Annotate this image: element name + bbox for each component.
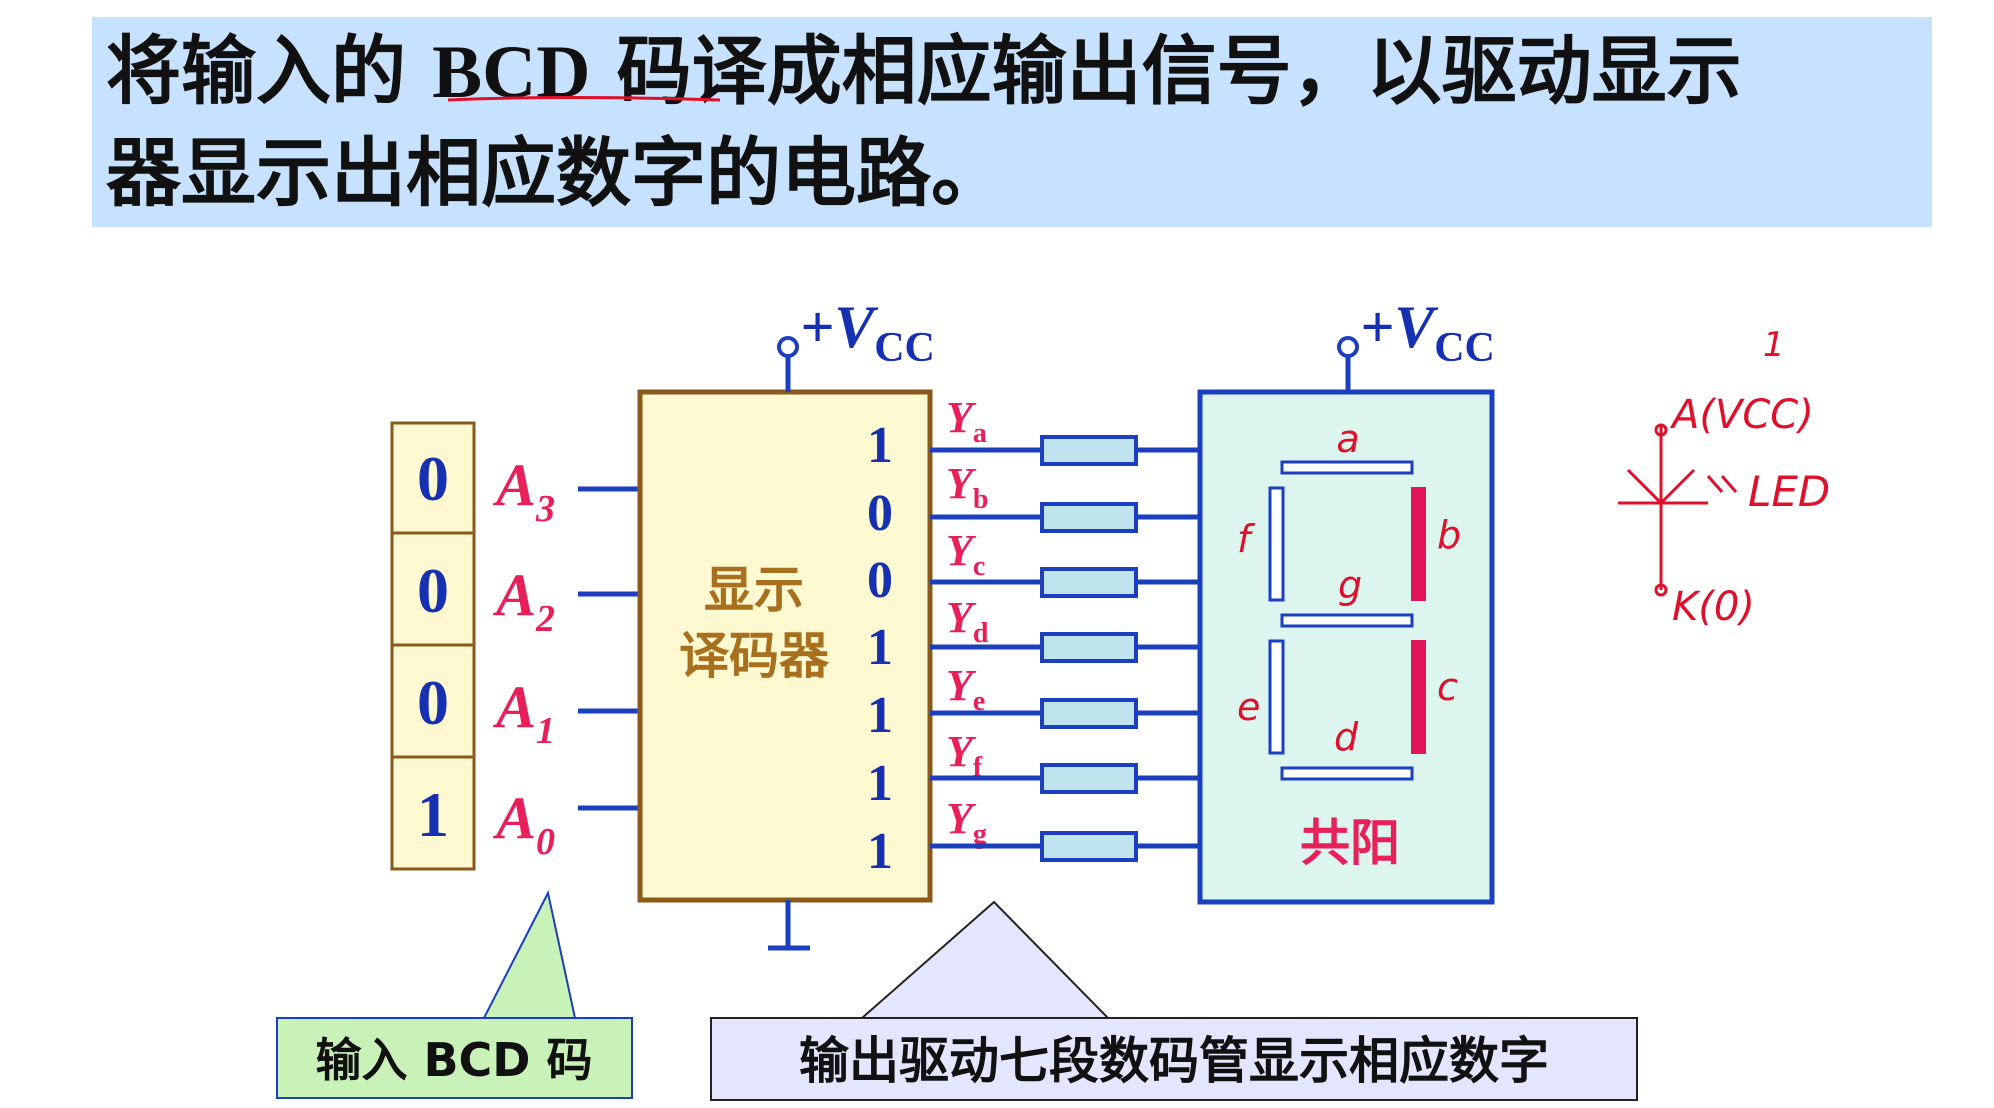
output-label-yd: Yd <box>946 593 989 649</box>
output-label-ya: Ya <box>946 393 987 449</box>
segment-b <box>1411 487 1426 601</box>
output-value-f: 1 <box>867 755 893 812</box>
annotation-top-mark: 1 <box>1763 325 1785 365</box>
title-line-1-prefix: 将输入的 <box>106 27 433 115</box>
bit-box <box>390 531 476 647</box>
segment-letter-a: a <box>1336 417 1359 461</box>
segment-letter-d: d <box>1334 715 1359 759</box>
output-values: 1 0 0 1 1 1 1 <box>867 417 893 880</box>
annotation-led: LED <box>1748 467 1830 516</box>
resistor-icon <box>1040 763 1138 794</box>
bit-box <box>390 421 476 535</box>
led-triangle-icon <box>1626 468 1696 506</box>
display-type-label: 共阳 <box>1300 814 1400 872</box>
display-vcc-label: +VCC <box>1360 294 1495 371</box>
resistor-icon <box>1040 632 1138 663</box>
cathode-terminal <box>1654 583 1668 597</box>
segment-a <box>1280 460 1414 475</box>
annotation-cathode: K(0) <box>1672 584 1755 630</box>
input-callout-text: 输入 BCD 码 <box>315 1033 592 1087</box>
led-annotation-text: 1 A(VCC) LED K(0) <box>1669 325 1830 630</box>
resistor-icon <box>1040 698 1138 729</box>
led-emission-arrow <box>1706 475 1724 493</box>
resistor-icon <box>1040 502 1138 533</box>
decoder-label-line1: 显示 <box>704 561 804 619</box>
segment-c <box>1411 640 1426 754</box>
decoder-vcc-label: +VCC <box>800 294 935 371</box>
title-line-1-suffix: 码译成相应输出信号，以驱动显示 <box>590 27 1742 115</box>
led-emission-arrow <box>1720 475 1738 493</box>
input-bits: 0 0 0 1 <box>390 421 476 871</box>
output-callout-pointer <box>859 900 1111 1019</box>
segment-e <box>1268 639 1285 755</box>
seven-segment <box>1268 460 1426 781</box>
input-bit-3: 0 <box>417 443 449 514</box>
decoder-label-line2: 译码器 <box>679 627 830 685</box>
bit-box <box>390 643 476 759</box>
title-underline <box>447 96 721 102</box>
output-callout-box <box>710 1017 1638 1101</box>
led-annotation-drawing <box>1618 423 1738 597</box>
title-banner: 将输入的 BCD 码译成相应输出信号，以驱动显示 器显示出相应数字的电路。 <box>92 17 1932 227</box>
output-label-yg: Yg <box>946 794 987 850</box>
output-value-b: 0 <box>867 485 893 542</box>
input-label-a3: A3 <box>492 452 555 530</box>
title-line-2: 器显示出相应数字的电路。 <box>106 129 1007 217</box>
output-label-yb: Yb <box>946 459 988 515</box>
resistor-icon <box>1040 567 1138 598</box>
output-value-a: 1 <box>867 417 893 474</box>
anode-terminal <box>1654 423 1668 437</box>
bit-box <box>390 755 476 871</box>
output-label-ye: Ye <box>946 661 985 717</box>
segment-letter-g: g <box>1338 563 1362 607</box>
segment-f <box>1268 486 1285 602</box>
input-label-a1: A1 <box>492 674 555 752</box>
input-label-a2: A2 <box>492 562 555 640</box>
resistors <box>1040 435 1138 862</box>
segment-g <box>1280 613 1414 628</box>
input-label-a0: A0 <box>492 785 555 863</box>
input-bit-1: 0 <box>417 667 449 738</box>
resistor-icon <box>1040 435 1138 466</box>
output-value-g: 1 <box>867 823 893 880</box>
input-callout-pointer <box>482 890 577 1019</box>
output-value-c: 0 <box>867 552 893 609</box>
output-value-e: 1 <box>867 687 893 744</box>
output-wires <box>930 447 1200 849</box>
segment-letter-b: b <box>1437 513 1461 557</box>
display-box <box>1197 389 1495 905</box>
annotation-anode: A(VCC) <box>1669 392 1814 438</box>
output-callout-text: 输出驱动七段数码管显示相应数字 <box>799 1032 1549 1090</box>
output-label-yf: Yf <box>946 727 983 783</box>
display-vcc-terminal <box>1337 336 1359 358</box>
input-labels: A3 A2 A1 A0 <box>492 452 555 863</box>
decoder-box <box>637 389 933 903</box>
segment-d <box>1280 766 1414 781</box>
input-bit-0: 1 <box>417 779 449 850</box>
resistor-icon <box>1040 831 1138 862</box>
decoder-vcc-terminal <box>777 336 799 358</box>
output-value-d: 1 <box>867 619 893 676</box>
output-labels: Ya Yb Yc Yd Ye Yf Yg <box>946 393 989 850</box>
output-label-yc: Yc <box>946 526 985 582</box>
input-bit-2: 0 <box>417 555 449 626</box>
input-wires <box>578 486 640 811</box>
segment-letter-c: c <box>1437 665 1458 709</box>
title-line-1: 将输入的 BCD 码译成相应输出信号，以驱动显示 <box>106 21 1918 123</box>
segment-letter-e: e <box>1237 685 1260 729</box>
input-callout-box <box>276 1017 633 1099</box>
